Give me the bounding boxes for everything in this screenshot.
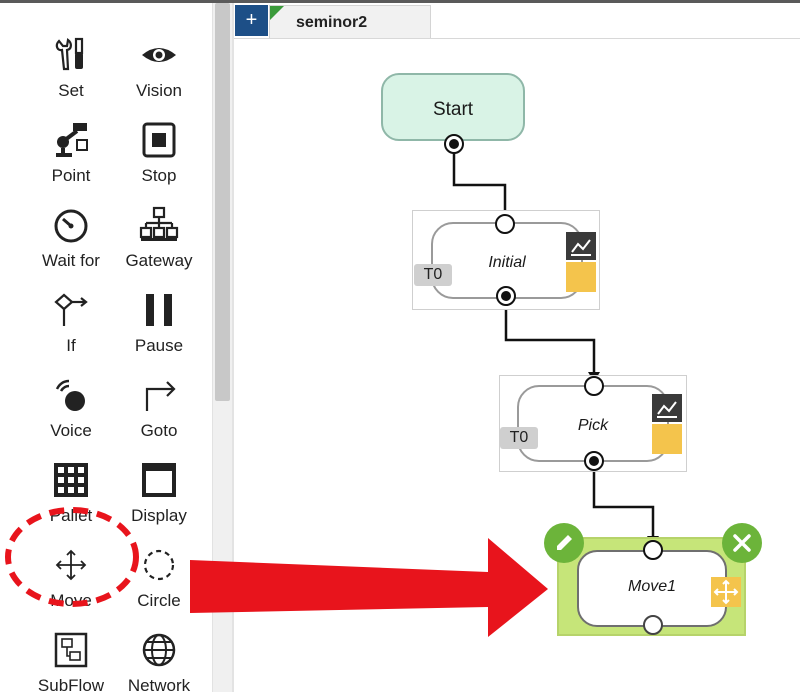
palette-item-voice[interactable]: Voice xyxy=(28,361,114,441)
add-tab-button[interactable]: + xyxy=(235,5,268,36)
palette-item-move[interactable]: Move xyxy=(28,531,114,611)
palette-item-label: Voice xyxy=(50,421,92,440)
tool-badge: T0 xyxy=(500,427,538,449)
scrollbar-thumb[interactable] xyxy=(215,3,230,401)
start-label: Start xyxy=(432,99,474,120)
node-move1-body[interactable]: Move1 xyxy=(577,550,727,627)
palette-item-label: Pause xyxy=(134,336,184,355)
delete-node-button[interactable] xyxy=(722,523,762,563)
globe-icon xyxy=(139,630,179,670)
palette-item-pallet[interactable]: Pallet xyxy=(28,446,114,526)
tool-badge: T0 xyxy=(414,264,452,286)
tab-flag-icon xyxy=(270,6,284,20)
node-label: Initial xyxy=(488,254,526,271)
palette-item-vision[interactable]: Vision xyxy=(116,21,202,101)
palette-item-set[interactable]: Set xyxy=(28,21,114,101)
palette-item-label: Set xyxy=(58,81,84,100)
close-icon xyxy=(733,534,751,552)
picture-icon xyxy=(652,394,682,422)
node-initial-body[interactable]: Initial xyxy=(431,222,583,299)
palette-item-label: Stop xyxy=(141,166,177,185)
pallet-grid-icon xyxy=(51,460,91,500)
move-arrows-icon xyxy=(711,577,741,607)
palette-item-if[interactable]: If xyxy=(28,276,114,356)
move-arrows-icon xyxy=(51,545,91,585)
circle-dashed-icon xyxy=(139,545,179,585)
palette-item-stop[interactable]: Stop xyxy=(116,106,202,186)
palette-item-label: Gateway xyxy=(125,251,193,270)
node-palette: Set Vision Point xyxy=(0,3,212,695)
palette-item-label: Point xyxy=(51,166,91,185)
tab-label: seminor2 xyxy=(296,14,368,31)
pause-icon xyxy=(139,290,179,330)
palette-item-label: Display xyxy=(131,506,187,525)
palette-item-label: Wait for xyxy=(42,251,100,270)
palette-item-subflow[interactable]: SubFlow xyxy=(28,616,114,696)
palette-item-goto[interactable]: Goto xyxy=(116,361,202,441)
robot-arm-icon xyxy=(51,120,91,160)
palette-item-label: Goto xyxy=(140,421,178,440)
palette-item-network[interactable]: Network xyxy=(116,616,202,696)
panel-divider xyxy=(232,3,234,692)
hierarchy-icon xyxy=(139,205,179,245)
top-border xyxy=(0,0,800,3)
node-label: Pick xyxy=(577,417,609,434)
palette-item-label: Vision xyxy=(136,81,182,100)
voice-icon xyxy=(51,375,91,415)
palette-item-label: Network xyxy=(127,676,191,695)
node-label: Move1 xyxy=(627,578,677,595)
branch-icon xyxy=(51,290,91,330)
tab-seminor2[interactable]: seminor2 xyxy=(269,5,431,38)
palette-item-wait-for[interactable]: Wait for xyxy=(28,191,114,271)
goto-arrow-icon xyxy=(139,375,179,415)
edit-node-button[interactable] xyxy=(544,523,584,563)
palette-scrollbar[interactable] xyxy=(212,3,233,692)
stop-icon xyxy=(139,120,179,160)
subflow-icon xyxy=(51,630,91,670)
start-node[interactable]: Start xyxy=(381,73,525,141)
palette-item-circle[interactable]: Circle xyxy=(116,531,202,611)
tab-bar: + seminor2 xyxy=(234,3,800,39)
clock-icon xyxy=(51,205,91,245)
palette-item-pause[interactable]: Pause xyxy=(116,276,202,356)
palette-item-gateway[interactable]: Gateway xyxy=(116,191,202,271)
palette-item-label: SubFlow xyxy=(37,676,105,695)
palette-item-label: If xyxy=(66,336,76,355)
palette-item-display[interactable]: Display xyxy=(116,446,202,526)
display-icon xyxy=(139,460,179,500)
palette-item-label: Circle xyxy=(137,591,181,610)
pose-icon xyxy=(652,424,682,454)
pencil-icon xyxy=(557,535,572,550)
eye-icon xyxy=(139,35,179,75)
pose-icon xyxy=(566,262,596,292)
node-pick-body[interactable]: Pick xyxy=(517,385,669,462)
picture-icon xyxy=(566,232,596,260)
wrench-screwdriver-icon xyxy=(51,35,91,75)
palette-item-point[interactable]: Point xyxy=(28,106,114,186)
